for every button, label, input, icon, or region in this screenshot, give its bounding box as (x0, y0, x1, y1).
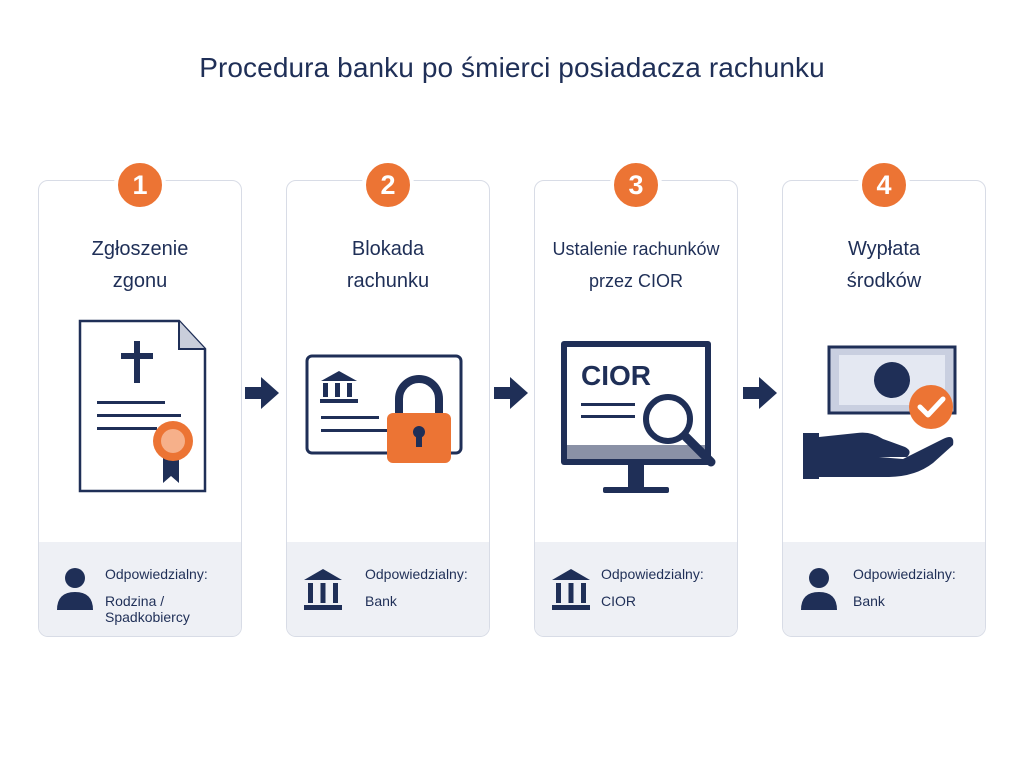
step-card-2: 2 Blokada rachunku Odpowiedzialny: Bank (286, 159, 490, 637)
arrow-right-icon (494, 377, 528, 409)
step-card-4: 4 Wypłata środków Odpowiedzialny: Bank (782, 159, 986, 637)
step-title-line2: zgonu (112, 270, 168, 292)
step-title-line2: przez CIOR (588, 271, 684, 291)
account-lock-icon (305, 354, 463, 463)
responsible-footer: Odpowiedzialny: Rodzina / Spadkobiercy (39, 542, 241, 636)
payout-hand-icon (803, 345, 957, 479)
responsible-value: Rodzina / Spadkobiercy (105, 593, 190, 625)
bank-icon (304, 569, 342, 610)
step-title-line2: środków (846, 270, 922, 292)
step-card-1: 1 Zgłoszenie zgonu Odpowiedzialny: Rodzi… (38, 159, 242, 637)
step-number-badge: 1 (114, 159, 166, 211)
step-number-badge: 4 (858, 159, 910, 211)
arrow-right-icon (743, 377, 777, 409)
responsible-footer: Odpowiedzialny: Bank (783, 542, 985, 636)
bank-icon (552, 569, 590, 610)
step-title-line1: Wypłata (847, 238, 921, 260)
responsible-value: CIOR (601, 593, 636, 609)
page-title: Procedura banku po śmierci posiadacza ra… (199, 52, 825, 83)
step-number-badge: 2 (362, 159, 414, 211)
step-card-3: 3 Ustalenie rachunków przez CIOR CIOR Od… (534, 159, 738, 637)
responsible-value: Bank (853, 593, 885, 609)
step-title-line1: Blokada (351, 238, 425, 260)
responsible-label: Odpowiedzialny: (365, 566, 468, 582)
cior-monitor-search-icon: CIOR (561, 341, 716, 493)
person-icon (801, 568, 837, 610)
responsible-label: Odpowiedzialny: (105, 566, 208, 582)
person-icon (57, 568, 93, 610)
step-number-badge: 3 (610, 159, 662, 211)
arrow-right-icon (245, 377, 279, 409)
death-certificate-icon (78, 319, 207, 493)
step-title: Wypłata środków (783, 233, 985, 297)
step-title: Zgłoszenie zgonu (39, 233, 241, 297)
screen-cior-text: CIOR (581, 360, 651, 391)
step-title-line1: Ustalenie rachunków (552, 239, 720, 259)
responsible-label: Odpowiedzialny: (853, 566, 956, 582)
responsible-value: Bank (365, 593, 397, 609)
step-title-line1: Zgłoszenie (91, 238, 189, 260)
step-title: Ustalenie rachunków przez CIOR (535, 233, 737, 297)
step-title: Blokada rachunku (287, 233, 489, 297)
responsible-label: Odpowiedzialny: (601, 566, 704, 582)
responsible-footer: Odpowiedzialny: Bank (287, 542, 489, 636)
step-title-line2: rachunku (346, 270, 430, 292)
responsible-footer: Odpowiedzialny: CIOR (535, 542, 737, 636)
